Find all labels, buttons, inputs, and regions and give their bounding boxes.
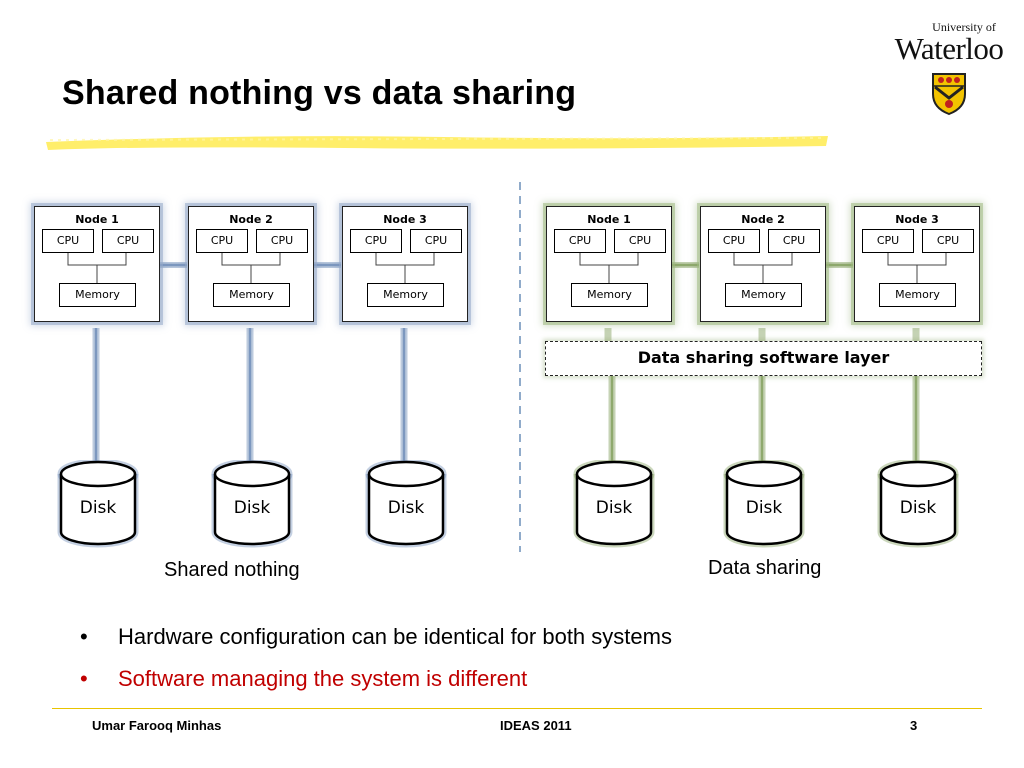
cpu-box: CPU: [554, 229, 606, 253]
left-node-3: Node 3 CPU CPU Memory: [342, 206, 468, 322]
cpu-box: CPU: [922, 229, 974, 253]
memory-box: Memory: [213, 283, 290, 307]
bus-connector: [887, 253, 947, 283]
bus-connector: [733, 253, 793, 283]
memory-box: Memory: [59, 283, 136, 307]
right-caption: Data sharing: [708, 557, 822, 579]
bus-connector: [221, 253, 281, 283]
title-highlight: [46, 136, 828, 150]
disk-label: Disk: [387, 498, 425, 518]
cpu-box: CPU: [102, 229, 154, 253]
disk-cylinder-icon: [57, 458, 139, 548]
disk-cylinder-icon: [723, 458, 805, 548]
disk-label: Disk: [233, 498, 271, 518]
right-node-1: Node 1 CPU CPU Memory: [546, 206, 672, 322]
memory-box: Memory: [367, 283, 444, 307]
right-disk-3: Disk: [877, 458, 959, 548]
cpu-box: CPU: [256, 229, 308, 253]
node-title: Node 2: [741, 213, 785, 226]
slide-title: Shared nothing vs data sharing: [62, 74, 577, 112]
cpu-box: CPU: [42, 229, 94, 253]
disk-label: Disk: [79, 498, 117, 518]
disk-cylinder-icon: [365, 458, 447, 548]
node-title: Node 1: [75, 213, 119, 226]
footer-page-number: 3: [910, 718, 918, 733]
left-disk-3: Disk: [365, 458, 447, 548]
disk-cylinder-icon: [211, 458, 293, 548]
bullet-marker: •: [80, 624, 88, 649]
bullet-text: Hardware configuration can be identical …: [118, 624, 672, 649]
memory-box: Memory: [879, 283, 956, 307]
disk-label: Disk: [745, 498, 783, 518]
cpu-box: CPU: [708, 229, 760, 253]
memory-box: Memory: [725, 283, 802, 307]
cpu-box: CPU: [614, 229, 666, 253]
left-disk-1: Disk: [57, 458, 139, 548]
cpu-box: CPU: [410, 229, 462, 253]
right-node-2: Node 2 CPU CPU Memory: [700, 206, 826, 322]
node-title: Node 3: [383, 213, 427, 226]
node-title: Node 2: [229, 213, 273, 226]
left-disk-2: Disk: [211, 458, 293, 548]
footer-author: Umar Farooq Minhas: [92, 718, 222, 733]
logo-waterloo: Waterloo: [894, 31, 1004, 66]
footer-event: IDEAS 2011: [500, 718, 572, 733]
node-title: Node 1: [587, 213, 631, 226]
right-disk-1: Disk: [573, 458, 655, 548]
left-caption: Shared nothing: [164, 559, 300, 581]
bus-connector: [375, 253, 435, 283]
university-logo: University of Waterloo: [888, 20, 1010, 116]
right-disk-2: Disk: [723, 458, 805, 548]
disk-cylinder-icon: [877, 458, 959, 548]
logo-university-of: University of: [932, 20, 996, 34]
disk-label: Disk: [899, 498, 937, 518]
right-node-3: Node 3 CPU CPU Memory: [854, 206, 980, 322]
memory-box: Memory: [571, 283, 648, 307]
left-node-1: Node 1 CPU CPU Memory: [34, 206, 160, 322]
cpu-box: CPU: [350, 229, 402, 253]
bullet-marker: •: [80, 666, 88, 691]
disk-label: Disk: [595, 498, 633, 518]
bus-connector: [579, 253, 639, 283]
cpu-box: CPU: [862, 229, 914, 253]
disk-cylinder-icon: [573, 458, 655, 548]
left-node-2: Node 2 CPU CPU Memory: [188, 206, 314, 322]
data-sharing-software-layer: Data sharing software layer: [545, 341, 982, 376]
node-title: Node 3: [895, 213, 939, 226]
crest-icon: [932, 73, 966, 116]
bus-connector: [67, 253, 127, 283]
bullet-text: Software managing the system is differen…: [118, 666, 528, 691]
cpu-box: CPU: [196, 229, 248, 253]
footer-rule: [52, 708, 982, 709]
cpu-box: CPU: [768, 229, 820, 253]
